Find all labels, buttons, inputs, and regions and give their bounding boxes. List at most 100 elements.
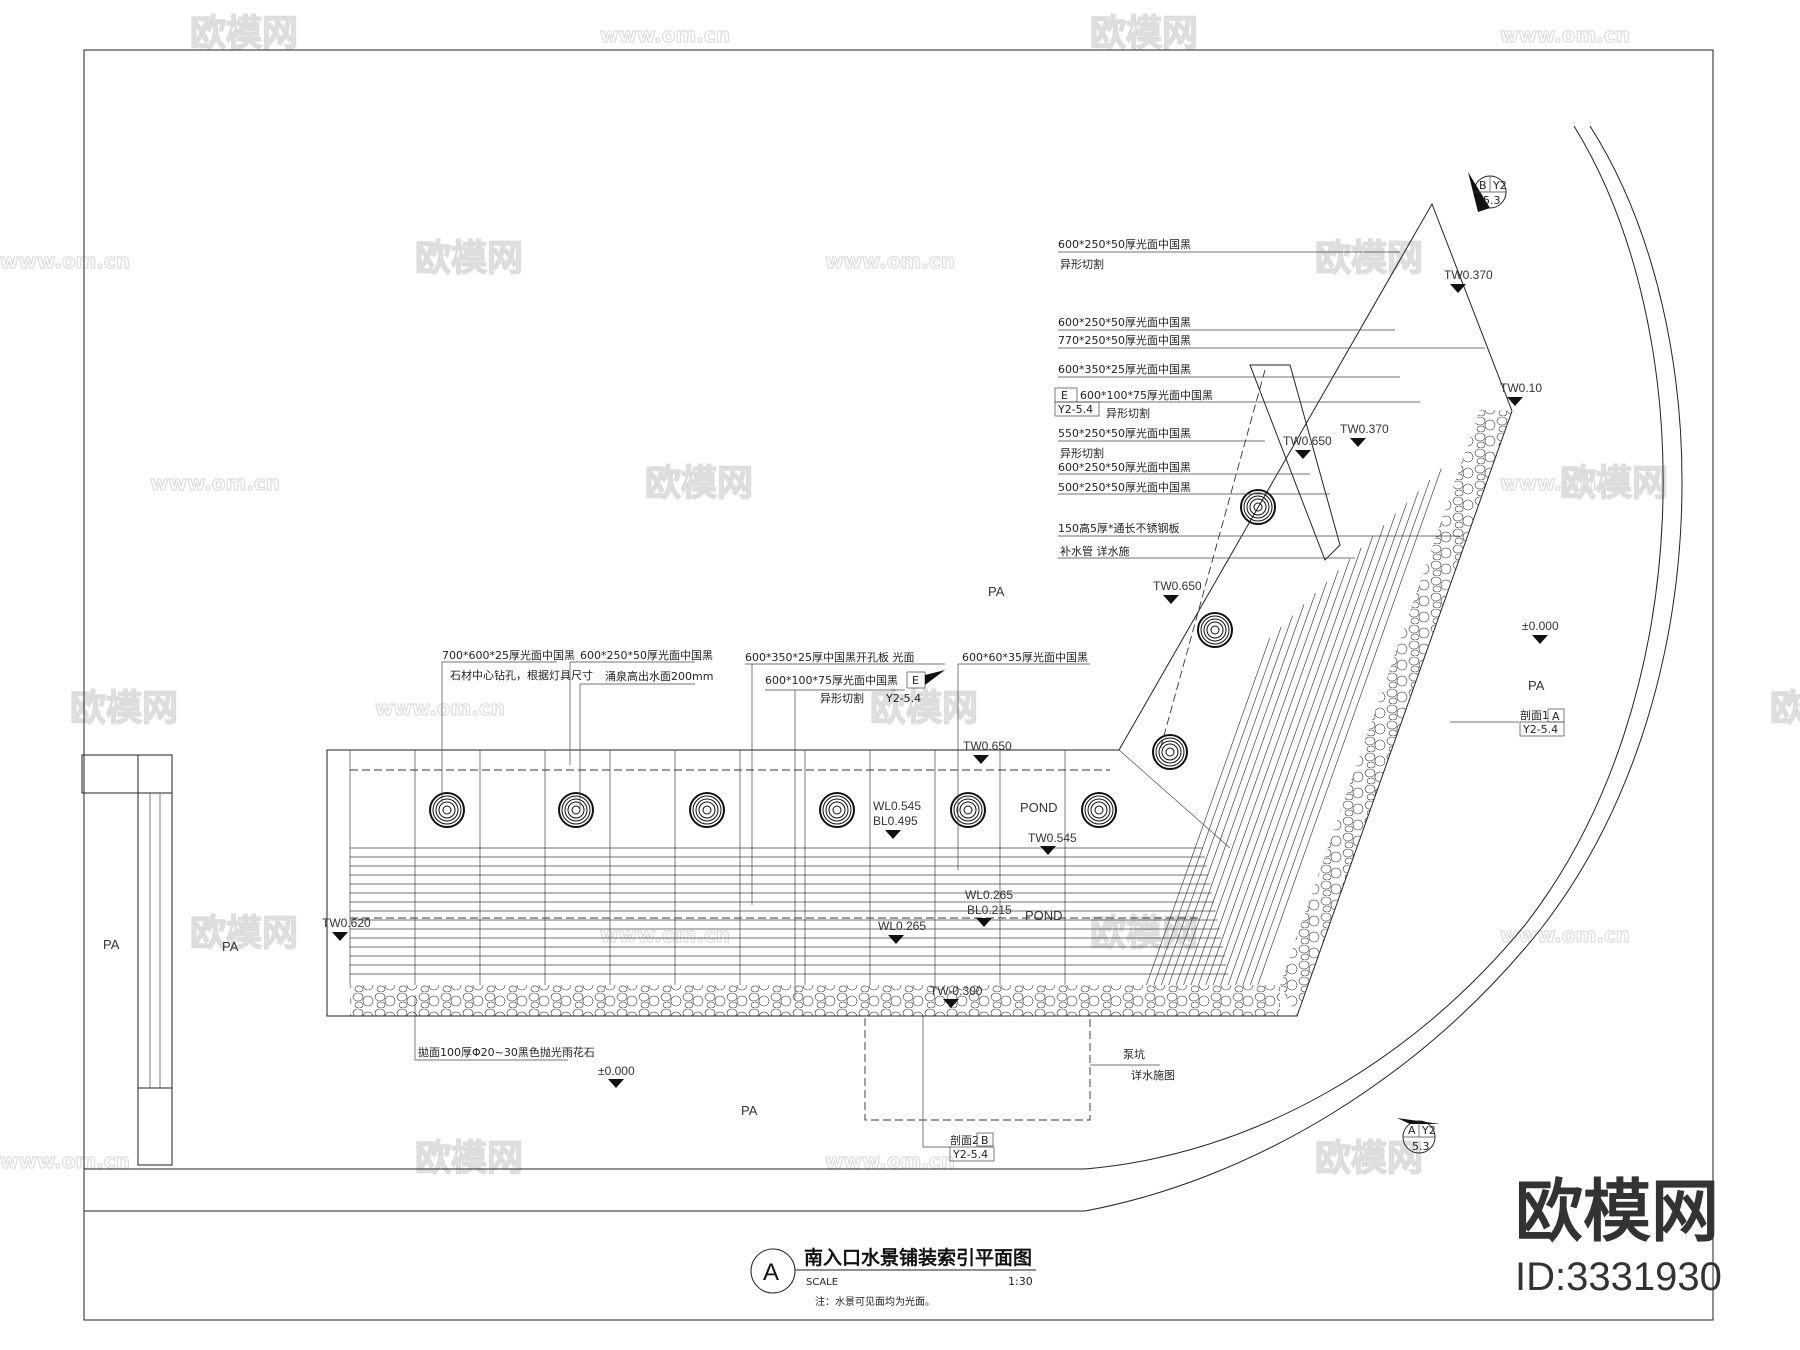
arm-paving-course — [1183, 581, 1328, 986]
fountain-light-icon — [695, 798, 719, 822]
fountain-light-icon — [689, 792, 725, 828]
watermark-url-text: www.om.cn — [825, 249, 955, 273]
elevation-label: TW0.370 — [1340, 422, 1389, 436]
fountain-light-icon — [1240, 489, 1276, 525]
arm-paving-course — [1257, 468, 1442, 986]
pa-zone-label: PA — [741, 1103, 758, 1118]
watermark-id: ID:3331930 — [1515, 1255, 1722, 1299]
pond-zone-label: POND — [1020, 800, 1058, 815]
arm-paving-course — [1198, 558, 1351, 986]
arm-label: 600*100*75厚光面中国黑 — [1080, 388, 1213, 402]
section-letter: B — [981, 1134, 989, 1147]
fountain-light-icon — [1155, 737, 1185, 767]
fountain-light-icon — [692, 795, 722, 825]
elevation-label: ±0.000 — [598, 1064, 635, 1078]
fountain-light-icon — [819, 792, 855, 828]
pond-zone-label: POND — [1025, 908, 1063, 923]
arm-paving-course — [1212, 536, 1373, 986]
arm-paving-course — [1168, 604, 1305, 986]
pa-zone-label: PA — [1528, 678, 1545, 693]
fountain-light-icon — [950, 792, 986, 828]
detail-letter: A — [1408, 1124, 1416, 1137]
arm-paving-course — [1190, 570, 1339, 986]
fountain-light-icon — [1165, 747, 1175, 757]
detail-letter: B — [1479, 179, 1487, 192]
pa-zone-label: PA — [103, 937, 120, 952]
watermark-url-text: www.om.cn — [1500, 471, 1630, 495]
fountain-light-icon — [564, 798, 588, 822]
fountain-light-icon — [698, 801, 716, 819]
arm-paving-course — [1146, 638, 1270, 986]
pond-label-group: 700*600*25厚光面中国黑 石材中心钻孔，根据灯具尺寸 600*250*5… — [441, 648, 1090, 1000]
pump-pit-label: 泵坑 — [1123, 1047, 1145, 1061]
drawing-note: 注：水景可见面均为光面。 — [815, 1295, 935, 1308]
curved-road-outer — [84, 125, 1683, 1212]
watermark-brand: 欧模网 — [1515, 1173, 1719, 1252]
arm-paving-course — [1227, 513, 1396, 986]
arm-paving-course — [1220, 525, 1385, 986]
arm-label: 550*250*50厚光面中国黑 — [1058, 426, 1191, 440]
pump-pit-sub: 详水施图 — [1131, 1068, 1175, 1082]
section-label: 剖面2 — [950, 1133, 979, 1147]
arm-label: 150高5厚*通长不锈钢板 — [1058, 521, 1180, 535]
pebble-strip — [350, 985, 1280, 1016]
arm-label: 600*250*50厚光面中国黑 — [1058, 237, 1191, 251]
fountain-light-icon — [558, 792, 594, 828]
inner-wall — [1249, 364, 1341, 561]
pebble-strip-arm — [1280, 410, 1512, 1016]
pond-label-sub: 石材中心钻孔，根据灯具尺寸 — [450, 668, 593, 682]
fountain-light-icon — [1161, 743, 1179, 761]
elevation-label: TW0.650 — [1283, 434, 1332, 448]
drawing-frame — [83, 49, 1714, 1321]
arm-paving-course — [1205, 547, 1362, 986]
pond-label: 600*250*50厚光面中国黑 — [580, 648, 713, 662]
elevation-label: ±0.000 — [1522, 619, 1559, 633]
fountain-light-icon — [1158, 740, 1182, 764]
elevation-label: TW0.370 — [1444, 268, 1493, 282]
arm-label: 600*250*50厚光面中国黑 — [1058, 315, 1191, 329]
fountain-light-icon — [1081, 792, 1117, 828]
paving-lines — [349, 364, 1442, 986]
watermark-url-text: www.om.cn — [600, 23, 730, 47]
arm-dash-line — [1159, 369, 1266, 751]
arm-label: 补水管 详水施 — [1060, 544, 1130, 558]
elevation-label: WL0.265 — [965, 888, 1013, 902]
fountain-light-icon — [1243, 492, 1273, 522]
arm-paving-course — [1160, 615, 1293, 986]
fountain-light-icon — [1200, 615, 1230, 645]
fountain-light-icon — [825, 798, 849, 822]
fountain-light-icon — [429, 792, 465, 828]
watermark-brand-text: 欧模网 — [1770, 688, 1800, 729]
pond-label: 600*100*75厚光面中国黑 — [765, 673, 898, 687]
watermark-brand-text: 欧模网 — [1315, 238, 1423, 279]
fountain-light-icon — [828, 801, 846, 819]
pa-zone-label: PA — [222, 939, 239, 954]
section-letter: A — [1552, 710, 1560, 723]
pond-label: 700*600*25厚光面中国黑 — [442, 648, 575, 662]
section-label: 剖面1 — [1520, 708, 1549, 722]
fountain-light-icon — [1094, 805, 1104, 815]
watermark-brand-text: 欧模网 — [415, 238, 523, 279]
watermark-brand-text: 欧模网 — [415, 1138, 523, 1179]
watermark-brand-text: 欧模网 — [1560, 463, 1668, 504]
scale-value: 1:30 — [1008, 1275, 1033, 1288]
title-marker: A — [763, 1259, 779, 1286]
arm-label-sub: 异形切割 — [1060, 257, 1104, 271]
pond-label: 600*350*25厚中国黑开孔板 光面 — [745, 650, 914, 664]
arm-paving-course — [1153, 626, 1282, 986]
watermark-url-text: www.om.cn — [600, 923, 730, 947]
fountain-light-icon — [959, 801, 977, 819]
watermark-brand-text: 欧模网 — [190, 13, 298, 54]
fountain-light-icon — [1087, 798, 1111, 822]
section-sheet: Y2-5.4 — [1522, 723, 1558, 736]
fountain-light-icon — [435, 798, 459, 822]
arm-paving-course — [1242, 491, 1419, 986]
curved-road-inner — [84, 125, 1664, 1170]
watermark-brand-text: 欧模网 — [70, 688, 178, 729]
fountain-light-icon — [438, 801, 456, 819]
fountain-light-icon — [1246, 495, 1270, 519]
fountain-light-icon — [1090, 801, 1108, 819]
watermark-brand-text: 欧模网 — [1315, 1138, 1423, 1179]
fountain-light-icon — [822, 795, 852, 825]
